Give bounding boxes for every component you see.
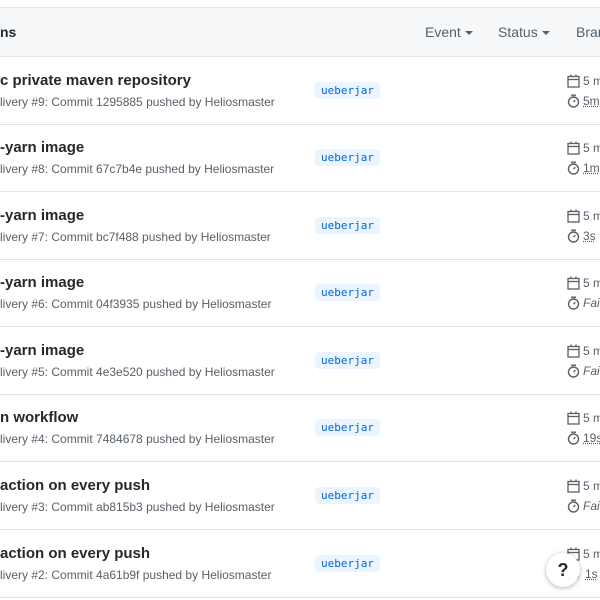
branch-filter-label: Bran [576,24,600,40]
run-date-text: 5 m [583,74,600,88]
run-title[interactable]: action on every push [0,545,150,562]
run-title[interactable]: action on every push [0,477,150,494]
calendar-icon [567,209,583,223]
run-date-text: 5 m [583,141,600,155]
run-duration-text: Fai [583,499,600,513]
run-duration-text: 19s [583,431,600,445]
calendar-icon [567,344,583,358]
run-date: 5 m [567,276,600,290]
run-date-text: 5 m [583,411,600,425]
branch-label[interactable]: ueberjar [315,555,380,572]
run-date: 5 m [567,74,600,88]
run-subtitle: livery #8: Commit 67c7b4e pushed by Heli… [0,162,274,176]
run-title[interactable]: n workflow [0,409,78,426]
run-subtitle: livery #3: Commit ab815b3 pushed by Heli… [0,500,275,514]
workflow-run-row[interactable]: -yarn image livery #5: Commit 4e3e520 pu… [0,327,600,395]
top-strip [0,0,600,8]
branch-label[interactable]: ueberjar [315,352,380,369]
stopwatch-icon [567,499,583,513]
run-title[interactable]: -yarn image [0,274,84,291]
run-subtitle: livery #2: Commit 4a61b9f pushed by Heli… [0,568,271,582]
calendar-icon [567,479,583,493]
calendar-icon [567,411,583,425]
branch-label[interactable]: ueberjar [315,217,380,234]
caret-down-icon [465,31,473,35]
run-date-text: 5 m [583,479,600,493]
run-date: 5 m [567,141,600,155]
stopwatch-icon [567,364,583,378]
run-date: 5 m [567,479,600,493]
branch-label[interactable]: ueberjar [315,82,380,99]
stopwatch-icon [567,296,583,310]
run-duration: Fai [567,364,600,378]
workflow-run-row[interactable]: -yarn image livery #7: Commit bc7f488 pu… [0,192,600,260]
caret-down-icon [542,31,550,35]
run-date-text: 5 m [583,276,600,290]
run-subtitle: livery #4: Commit 7484678 pushed by Heli… [0,432,275,446]
run-subtitle: livery #5: Commit 4e3e520 pushed by Heli… [0,365,275,379]
branch-label[interactable]: ueberjar [315,149,380,166]
run-title[interactable]: -yarn image [0,342,84,359]
run-date-text: 5 m [583,209,600,223]
stopwatch-icon [567,94,583,108]
header-title: ns [0,24,16,40]
run-subtitle: livery #9: Commit 1295885 pushed by Heli… [0,95,275,109]
event-filter-label: Event [425,24,461,40]
run-subtitle: livery #6: Commit 04f3935 pushed by Heli… [0,297,271,311]
run-date-text: 5 m [583,547,600,561]
run-duration-text: 1s [585,567,598,581]
calendar-icon [567,141,583,155]
run-duration: 1m [567,161,600,175]
stopwatch-icon [567,229,583,243]
run-duration: 3s [567,229,596,243]
runs-header: ns Event Status Bran [0,8,600,57]
run-duration-text: 3s [583,229,596,243]
run-duration: 19s [567,431,600,445]
workflow-run-row[interactable]: -yarn image livery #6: Commit 04f3935 pu… [0,259,600,327]
run-duration-text: 1m [583,161,600,175]
calendar-icon [567,276,583,290]
run-title[interactable]: -yarn image [0,207,84,224]
run-date: 5 m [567,209,600,223]
workflow-run-row[interactable]: action on every push livery #3: Commit a… [0,462,600,530]
run-duration-text: Fai [583,296,600,310]
run-duration: Fai [567,296,600,310]
run-duration-text: 5m [583,94,600,108]
workflow-run-row[interactable]: c private maven repository livery #9: Co… [0,57,600,125]
workflow-run-row[interactable]: n workflow livery #4: Commit 7484678 pus… [0,394,600,462]
branch-label[interactable]: ueberjar [315,487,380,504]
workflow-run-row[interactable]: action on every push livery #2: Commit 4… [0,530,600,598]
help-button[interactable]: ? [546,553,580,587]
run-date-text: 5 m [583,344,600,358]
run-duration: Fai [567,499,600,513]
branch-label[interactable]: ueberjar [315,419,380,436]
status-filter[interactable]: Status [498,24,550,40]
stopwatch-icon [567,431,583,445]
run-date: 5 m [567,344,600,358]
branch-label[interactable]: ueberjar [315,284,380,301]
branch-filter[interactable]: Bran [576,24,600,40]
event-filter[interactable]: Event [425,24,473,40]
run-duration: 5m [567,94,600,108]
stopwatch-icon [567,161,583,175]
workflow-run-row[interactable]: -yarn image livery #8: Commit 67c7b4e pu… [0,124,600,192]
run-subtitle: livery #7: Commit bc7f488 pushed by Heli… [0,230,271,244]
run-title[interactable]: -yarn image [0,139,84,156]
run-date: 5 m [567,411,600,425]
status-filter-label: Status [498,24,538,40]
run-title[interactable]: c private maven repository [0,72,191,89]
run-duration-text: Fai [583,364,600,378]
calendar-icon [567,74,583,88]
